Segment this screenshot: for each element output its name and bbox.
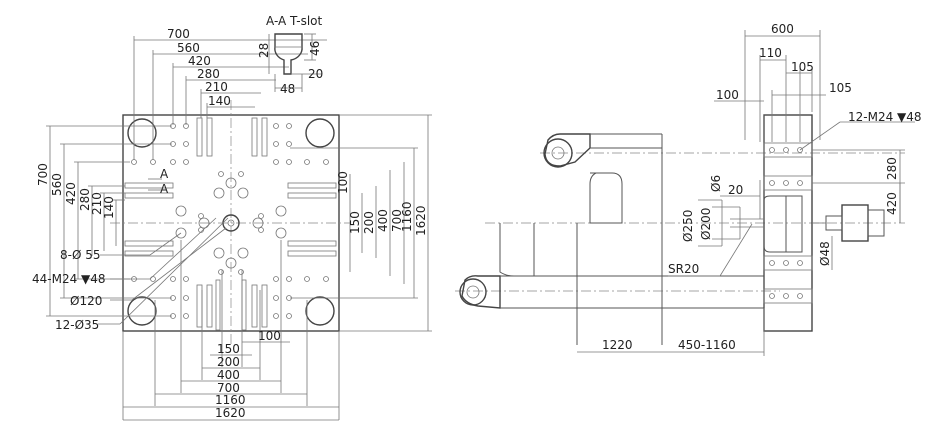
upper-pivot	[543, 138, 573, 168]
platen-left-dims: 700 560 420 280 210 140	[36, 125, 172, 317]
tslot-title: A-A T-slot	[266, 14, 323, 28]
section-mark-a-bottom: A	[160, 182, 169, 196]
machine-ejector-dims: Ø6 20 Ø250 Ø200 Ø48	[681, 175, 833, 270]
tslot-dim-48: 48	[280, 82, 295, 96]
tslots-vertical	[196, 117, 268, 331]
dim-left-140: 140	[102, 196, 116, 219]
ejector-block	[763, 195, 787, 253]
dim-left-280: 280	[78, 188, 92, 211]
callout-d120: Ø120	[70, 294, 102, 308]
dim-machine-420: 420	[885, 192, 899, 215]
bolt-holes	[131, 123, 329, 319]
dim-left-700: 700	[36, 163, 50, 186]
dim-left-420: 420	[64, 182, 78, 205]
dim-left-560: 560	[50, 173, 64, 196]
callout-44-m24: 44-M24 ▼48	[32, 272, 106, 286]
dim-top-280: 280	[197, 67, 220, 81]
dim-right-150: 150	[348, 211, 362, 234]
machine-right-dims: 280 420	[812, 149, 905, 223]
dim-ejector-d48: Ø48	[818, 241, 832, 266]
tslot-dim-20: 20	[308, 67, 323, 81]
dim-bottom-400: 400	[217, 368, 240, 382]
tslots-horizontal	[124, 182, 337, 257]
dim-machine-105-b: 105	[829, 81, 852, 95]
dim-ejector-20: 20	[728, 183, 743, 197]
dim-bottom-100: 100	[258, 329, 281, 343]
tslot-detail: A-A T-slot 28 46 20 48	[257, 14, 323, 96]
dim-top-560: 560	[177, 41, 200, 55]
machine-bottom-dims: 1220 450-1160	[577, 308, 765, 356]
dim-left-210: 210	[90, 192, 104, 215]
dim-machine-450-1160: 450-1160	[678, 338, 736, 352]
tslot-dim-28: 28	[257, 43, 271, 58]
machine-bolt-holes	[769, 147, 803, 299]
machine-top-dims: 600 110 105 100 105	[714, 22, 852, 142]
tiebar-hole	[127, 118, 157, 148]
dim-right-200: 200	[362, 211, 376, 234]
toggle-upper-arm	[544, 133, 591, 167]
callout-12-d35: 12-Ø35	[55, 318, 99, 332]
machine-m24-callout: 12-M24 ▼48	[799, 110, 922, 151]
dim-right-100: 100	[336, 171, 350, 194]
dim-bottom-700: 700	[217, 381, 240, 395]
dim-top-140: 140	[208, 94, 231, 108]
platen-bottom-dims: 100 150 200 400 700 1160 1620	[122, 240, 340, 421]
tiebar-hole	[127, 296, 157, 326]
dim-ejector-d250: Ø250	[681, 210, 695, 242]
lower-bracket	[499, 223, 535, 277]
dim-machine-600: 600	[771, 22, 794, 36]
dim-top-210: 210	[205, 80, 228, 94]
holes-d35	[175, 177, 287, 269]
dim-right-400: 400	[376, 209, 390, 232]
lower-pivot	[459, 278, 487, 306]
section-marks: A A	[148, 167, 169, 196]
platen-callouts: 8-Ø 55 44-M24 ▼48 Ø120 12-Ø35	[32, 217, 229, 332]
dim-machine-105-a: 105	[791, 60, 814, 74]
dim-machine-110: 110	[759, 46, 782, 60]
dim-ejector-d6: Ø6	[709, 175, 723, 192]
dim-bottom-200: 200	[217, 355, 240, 369]
dim-right-1160: 1160	[400, 201, 414, 232]
dim-bottom-150: 150	[217, 342, 240, 356]
dim-machine-100: 100	[716, 88, 739, 102]
dim-right-700: 700	[390, 209, 404, 232]
upper-bracket	[589, 172, 623, 224]
tslot-dim-46: 46	[308, 41, 322, 56]
section-mark-a-top: A	[160, 167, 169, 181]
machine-view: 600 110 105 100 105 12-M24 ▼48 280 420 Ø…	[455, 22, 922, 356]
tslot-profile	[274, 33, 303, 75]
platen-view: 700 560 420 280 210 140 700 560	[32, 27, 432, 421]
machine-sr-callout: SR20	[668, 223, 753, 277]
dim-top-700: 700	[167, 27, 190, 41]
dim-bottom-1620: 1620	[215, 406, 246, 420]
dim-top-420: 420	[188, 54, 211, 68]
platen-top-dims: 700 560 420 280 210 140	[133, 27, 327, 160]
tiebar-hole	[305, 118, 335, 148]
tiebar-hole	[305, 296, 335, 326]
callout-machine-m24: 12-M24 ▼48	[848, 110, 922, 124]
callout-8-d55: 8-Ø 55	[60, 248, 101, 262]
platen-right-dims: 100 150 200 400 700 1160 1620	[290, 114, 432, 332]
dim-ejector-d200: Ø200	[699, 208, 713, 240]
dim-right-1620: 1620	[414, 205, 428, 236]
dim-bottom-1160: 1160	[215, 393, 246, 407]
callout-sr20: SR20	[668, 262, 699, 276]
dim-machine-280: 280	[885, 157, 899, 180]
dim-machine-1220: 1220	[602, 338, 633, 352]
